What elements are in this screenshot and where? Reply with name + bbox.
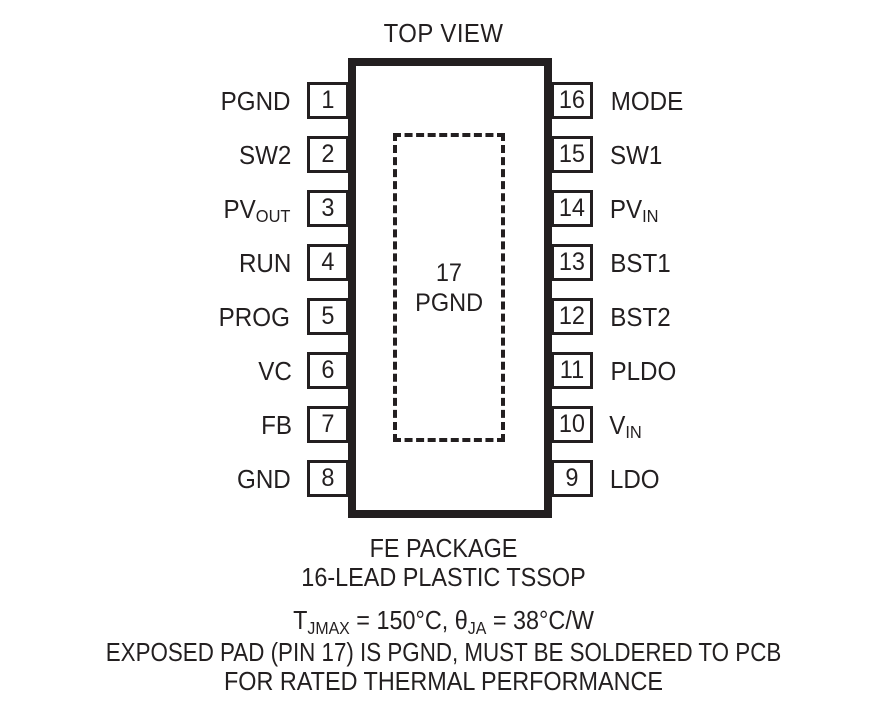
tjmax-symbol: T xyxy=(293,605,308,635)
pin-box-7[interactable]: 7 xyxy=(307,406,349,443)
pin-number-8: 8 xyxy=(321,464,335,492)
caption-exposed-pad-note: EXPOSED PAD (PIN 17) IS PGND, MUST BE SO… xyxy=(105,637,782,667)
caption-thermal-spec: TJMAX = 150°C, θJA = 38°C/W xyxy=(44,606,842,638)
pin-box-13[interactable]: 13 xyxy=(551,244,593,281)
exposed-pad-outline: 17 PGND xyxy=(393,133,505,442)
pin-label-10: VIN xyxy=(608,406,858,443)
pin-number-7: 7 xyxy=(321,410,335,438)
tjmax-value: = 150°C, xyxy=(349,605,455,635)
pin-label-14-base: PV xyxy=(609,193,643,224)
pin-label-13: BST1 xyxy=(610,247,671,278)
pin-number-1: 1 xyxy=(321,86,335,114)
pin-number-6: 6 xyxy=(321,356,335,384)
pin-number-12: 12 xyxy=(558,302,586,330)
pin-number-10: 10 xyxy=(558,410,586,438)
pin-label-12: BST2 xyxy=(610,301,671,332)
pin-number-16: 16 xyxy=(558,86,586,114)
tjmax-subscript: JMAX xyxy=(307,617,350,638)
pin-box-3[interactable]: 3 xyxy=(307,190,349,227)
pin-number-9: 9 xyxy=(565,464,579,492)
pin-box-11[interactable]: 11 xyxy=(551,352,593,389)
pin-label-7: FB xyxy=(260,409,292,440)
theta-ja-symbol: θ xyxy=(454,605,468,635)
pin-label-16: MODE xyxy=(610,85,684,116)
package-caption: FE PACKAGE 16-LEAD PLASTIC TSSOP TJMAX =… xyxy=(0,534,887,696)
pin-box-15[interactable]: 15 xyxy=(551,136,593,173)
pin-label-8: GND xyxy=(237,463,291,494)
pin-number-2: 2 xyxy=(321,140,335,168)
pin-label-3-subscript: OUT xyxy=(255,206,291,227)
pin-label-3: PVOUT xyxy=(60,190,293,227)
pin-number-5: 5 xyxy=(321,302,335,330)
pin-box-10[interactable]: 10 xyxy=(551,406,593,443)
pin-box-1[interactable]: 1 xyxy=(307,82,349,119)
pin-number-15: 15 xyxy=(558,140,586,168)
exposed-pad-label: PGND xyxy=(415,288,483,317)
pin-number-11: 11 xyxy=(559,356,585,384)
pin-box-12[interactable]: 12 xyxy=(551,298,593,335)
pin-box-4[interactable]: 4 xyxy=(307,244,349,281)
pin-label-10-base: V xyxy=(609,409,626,440)
pin-label-9: LDO xyxy=(609,463,660,494)
pin-label-5: PROG xyxy=(219,301,291,332)
theta-ja-value: = 38°C/W xyxy=(486,605,594,635)
pin-box-5[interactable]: 5 xyxy=(307,298,349,335)
exposed-pad-number: 17 xyxy=(435,258,463,287)
pin-box-14[interactable]: 14 xyxy=(551,190,593,227)
pin-number-14: 14 xyxy=(558,194,586,222)
pin-box-8[interactable]: 8 xyxy=(307,460,349,497)
pin-label-14-subscript: IN xyxy=(642,206,659,227)
pin-number-13: 13 xyxy=(558,248,586,276)
pin-label-11: PLDO xyxy=(610,355,677,386)
pin-number-4: 4 xyxy=(321,248,335,276)
pin-label-6: VC xyxy=(258,355,292,386)
pin-box-2[interactable]: 2 xyxy=(307,136,349,173)
pin-box-9[interactable]: 9 xyxy=(551,460,593,497)
pin-label-15: SW1 xyxy=(609,139,663,170)
caption-package-type: 16-LEAD PLASTIC TSSOP xyxy=(301,562,586,592)
pin-box-6[interactable]: 6 xyxy=(307,352,349,389)
pin-label-3-base: PV xyxy=(223,193,256,224)
pin-label-10-subscript: IN xyxy=(625,422,642,443)
pin-label-4: RUN xyxy=(238,247,292,278)
pin-number-3: 3 xyxy=(321,194,335,222)
pin-label-14: PVIN xyxy=(608,190,858,227)
theta-ja-subscript: JA xyxy=(467,617,487,638)
pin-label-2: SW2 xyxy=(238,139,292,170)
pin-label-1: PGND xyxy=(220,85,291,116)
page-title: TOP VIEW xyxy=(383,18,504,48)
caption-package-name: FE PACKAGE xyxy=(369,533,518,563)
caption-thermal-note: FOR RATED THERMAL PERFORMANCE xyxy=(223,666,664,696)
pin-box-16[interactable]: 16 xyxy=(551,82,593,119)
